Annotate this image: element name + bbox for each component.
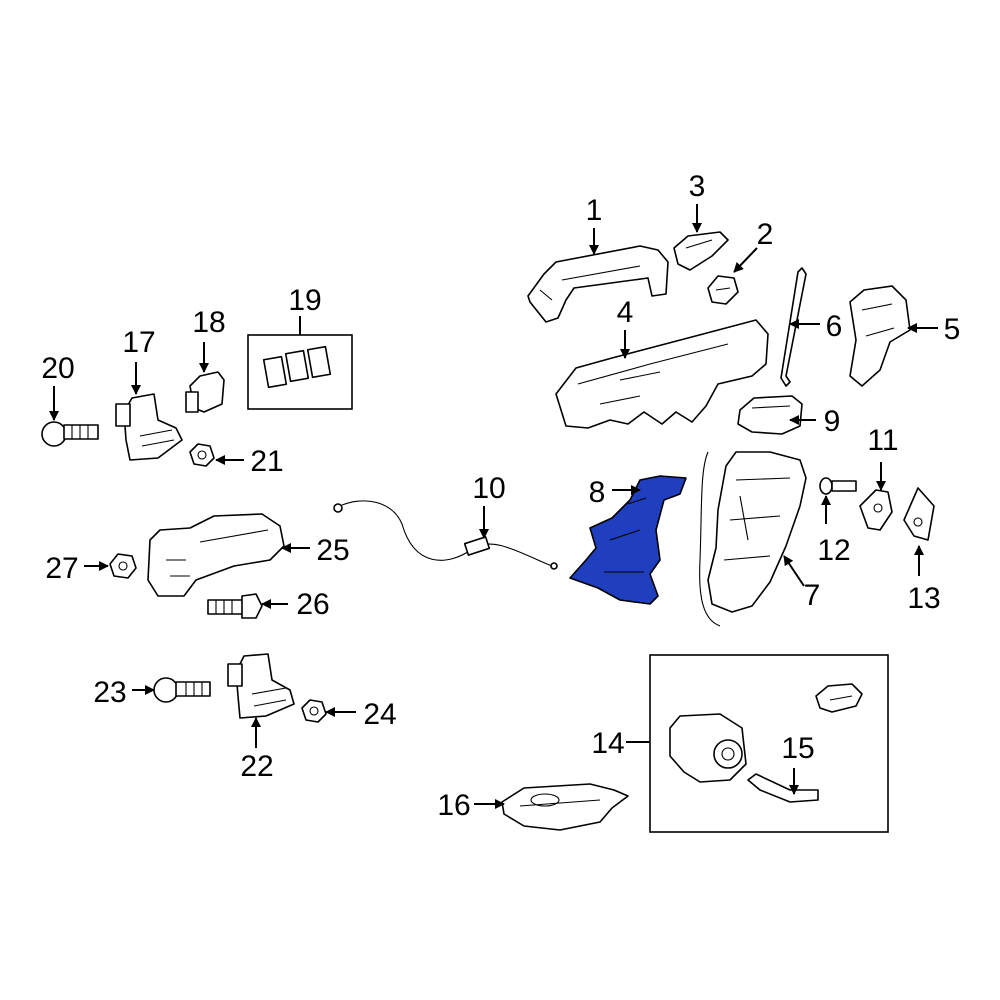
part-24-nut[interactable] (301, 699, 327, 723)
part-14-lock-cylinder-set[interactable] (649, 654, 889, 833)
callout-15: 15 (781, 732, 814, 765)
callout-14: 14 (591, 727, 624, 760)
part-3-handle-cap[interactable] (673, 231, 729, 271)
callout-6: 6 (826, 310, 843, 343)
part-13-plate[interactable] (903, 487, 935, 541)
leader-lines (49, 204, 938, 809)
part-21-nut[interactable] (189, 443, 215, 467)
callout-3: 3 (689, 170, 706, 203)
part-7-door-latch[interactable] (707, 451, 807, 613)
callout-18: 18 (192, 306, 225, 339)
callout-9: 9 (824, 405, 841, 438)
callout-8: 8 (589, 476, 606, 509)
part-17-hinge[interactable] (115, 393, 183, 461)
part-20-bolt[interactable] (41, 421, 99, 447)
part-23-bolt[interactable] (153, 677, 211, 703)
part-10-cable[interactable] (333, 500, 558, 570)
part-2-clip[interactable] (707, 275, 739, 305)
part-22-hinge[interactable] (227, 653, 295, 719)
callout-20: 20 (41, 352, 74, 385)
callout-5: 5 (944, 313, 961, 346)
callout-1: 1 (586, 194, 603, 227)
part-11-bracket[interactable] (859, 489, 893, 531)
callout-17: 17 (122, 326, 155, 359)
part-6-rod[interactable] (780, 267, 807, 387)
callout-24: 24 (363, 698, 396, 731)
callout-7: 7 (804, 579, 821, 612)
part-25-door-check[interactable] (147, 513, 285, 597)
callout-2: 2 (757, 218, 774, 251)
latch-cable[interactable] (699, 451, 721, 627)
callout-numbers: 1 2 3 4 5 6 7 8 9 10 11 12 13 14 15 16 1… (41, 170, 960, 822)
part-18-hinge-part[interactable] (185, 371, 225, 413)
part-9-switch[interactable] (737, 395, 803, 435)
part-4-handle-carrier[interactable] (555, 319, 769, 429)
callout-12: 12 (817, 534, 850, 567)
part-8-latch-bracket[interactable] (569, 475, 687, 605)
part-19-pad-set[interactable] (247, 334, 353, 410)
callout-13: 13 (907, 582, 940, 615)
callout-19: 19 (288, 284, 321, 317)
part-26-bolt[interactable] (207, 593, 263, 619)
callout-23: 23 (93, 676, 126, 709)
callout-25: 25 (316, 534, 349, 567)
callout-21: 21 (250, 445, 283, 478)
part-1-door-handle[interactable] (527, 245, 669, 323)
part-27-nut[interactable] (109, 553, 137, 579)
callout-26: 26 (296, 588, 329, 621)
part-15-key-blade[interactable] (747, 773, 819, 803)
part-5-bracket[interactable] (849, 285, 911, 387)
callout-4: 4 (617, 296, 634, 329)
callout-22: 22 (240, 750, 273, 783)
callout-10: 10 (472, 472, 505, 505)
callout-27: 27 (45, 552, 78, 585)
part-16-key-fob[interactable] (501, 783, 629, 831)
callout-11: 11 (867, 424, 898, 457)
callout-16: 16 (437, 789, 470, 822)
part-12-screw[interactable] (819, 477, 857, 495)
